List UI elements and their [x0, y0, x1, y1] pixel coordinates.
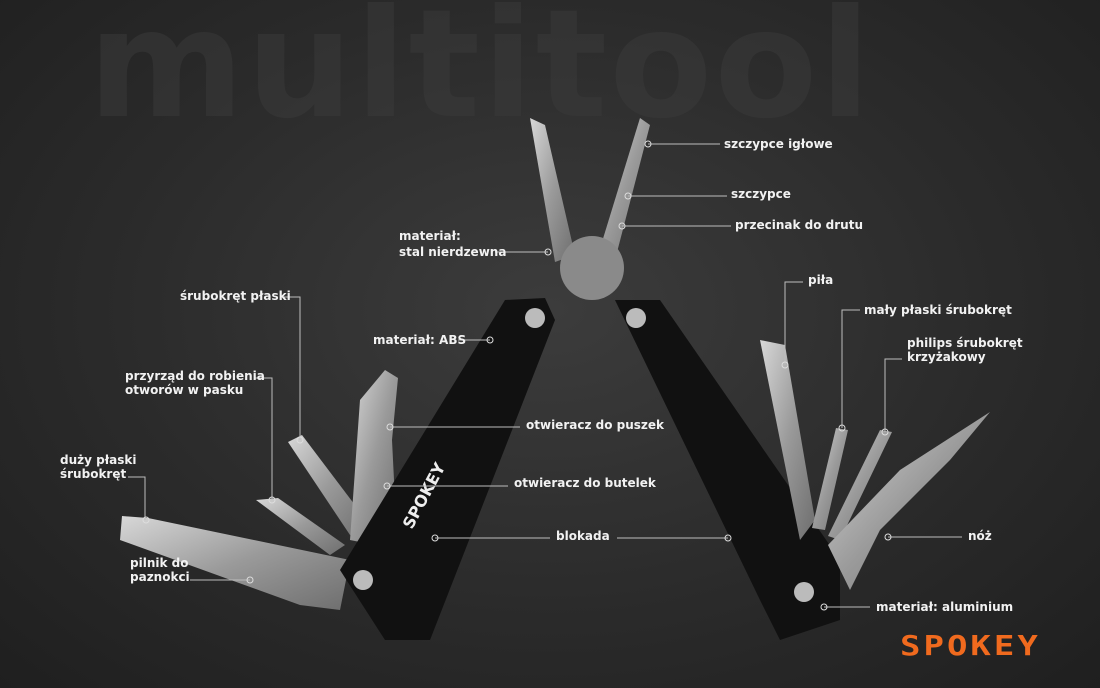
label-philips-line2: krzyżakowy [907, 350, 986, 364]
needle-pliers-left [530, 118, 575, 262]
label-aluminium: materiał: aluminium [876, 600, 1014, 614]
label-belt-punch: przyrząd do robienia otworów w pasku [125, 369, 265, 397]
label-flat-screwdriver: śrubokręt płaski [180, 289, 291, 303]
label-steel-line2: stal nierdzewna [399, 245, 507, 259]
pliers-pivot [560, 236, 624, 300]
philips-screwdriver [828, 430, 892, 540]
small-screwdriver [812, 428, 848, 530]
watermark-title: multitool [88, 0, 873, 130]
spokey-logo: SPOKEY [900, 630, 1041, 662]
knife [828, 412, 990, 590]
label-big-screwdriver-line1: duży płaski [60, 453, 137, 467]
screw [525, 308, 545, 328]
label-nail-file-line2: paznokci [130, 570, 190, 584]
left-handle [340, 298, 555, 640]
label-philips-line1: philips śrubokręt [907, 336, 1023, 350]
label-saw: piła [808, 273, 834, 287]
belt-punch [256, 498, 345, 555]
label-wire-cutter: przecinak do drutu [735, 218, 863, 232]
saw [760, 340, 815, 540]
nail-file [120, 516, 350, 610]
label-big-screwdriver: duży płaski śrubokręt [60, 453, 137, 481]
label-abs: materiał: ABS [373, 333, 467, 347]
screw [794, 582, 814, 602]
needle-pliers-right [598, 118, 650, 260]
screw [353, 570, 373, 590]
label-steel: materiał: stal nierdzewna [399, 229, 506, 259]
label-lock: blokada [556, 529, 610, 543]
screw [626, 308, 646, 328]
label-knife: nóż [968, 529, 992, 543]
label-philips: philips śrubokręt krzyżakowy [907, 336, 1023, 364]
label-big-screwdriver-line2: śrubokręt [60, 467, 127, 481]
right-handle [615, 300, 840, 640]
label-can-opener: otwieracz do puszek [526, 418, 664, 432]
leader-endpoints [142, 140, 892, 611]
label-steel-line1: materiał: [399, 229, 461, 243]
label-bottle-opener: otwieracz do butelek [514, 476, 656, 490]
label-punch-line1: przyrząd do robienia [125, 369, 265, 383]
label-nail-file-line1: pilnik do [130, 556, 189, 570]
label-nail-file: pilnik do paznokci [130, 556, 190, 584]
label-pliers: szczypce [731, 187, 791, 201]
label-small-screwdriver: mały płaski śrubokręt [864, 303, 1012, 317]
label-needle-pliers: szczypce igłowe [724, 137, 833, 151]
flat-screwdriver [288, 435, 370, 535]
label-punch-line2: otworów w pasku [125, 383, 244, 397]
leader-lines [128, 143, 962, 608]
